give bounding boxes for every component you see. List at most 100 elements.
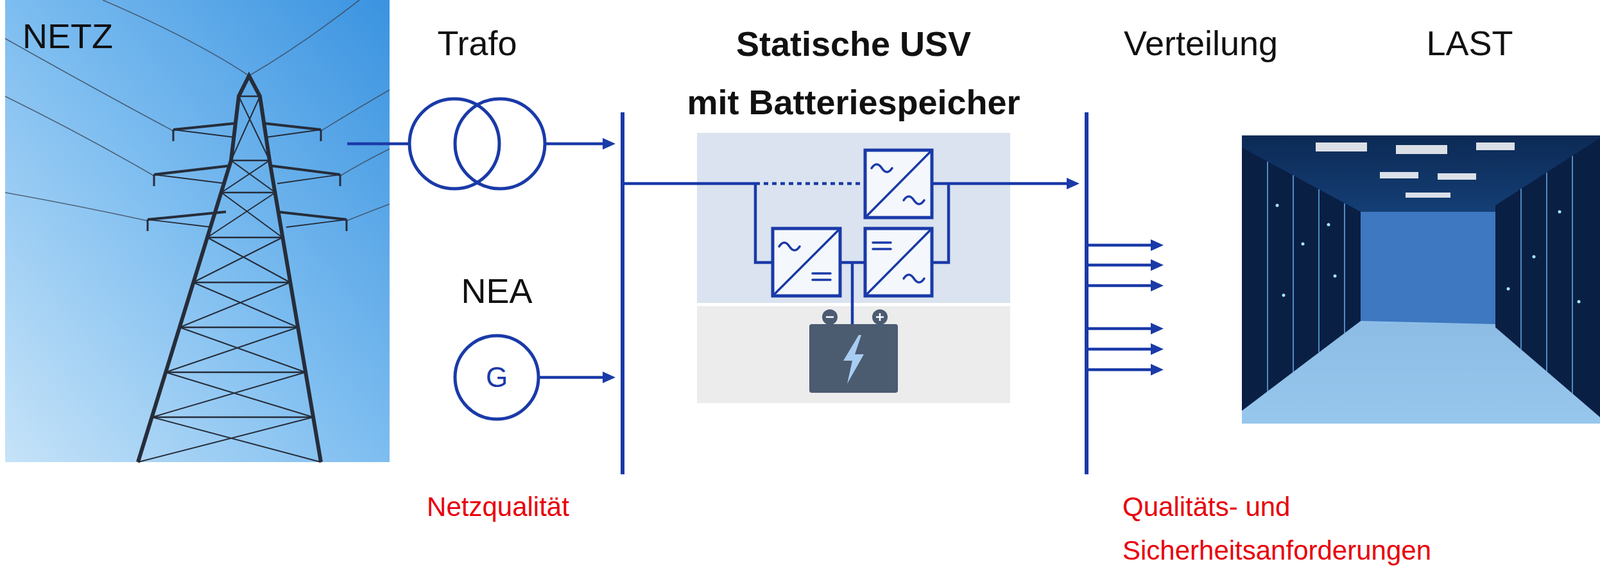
connector — [1088, 343, 1164, 355]
drawing-path — [249, 0, 360, 76]
connector — [1088, 279, 1164, 292]
drawing-path — [755, 183, 773, 263]
drawing-path — [346, 204, 390, 221]
drawing-rect — [865, 150, 932, 218]
connector-line — [1088, 284, 1153, 288]
connector — [1088, 259, 1164, 271]
label-anchor: LAST — [1426, 22, 1513, 65]
grid-label: NETZ — [22, 15, 113, 58]
drawing-circle — [1532, 255, 1536, 259]
connector — [624, 183, 697, 185]
distribution-label: Verteilung — [1123, 22, 1278, 65]
drawing-path — [147, 123, 347, 220]
arrowhead — [1150, 259, 1164, 271]
converter-symbols — [772, 150, 932, 296]
drawing-path — [903, 196, 925, 205]
requirements-note: Qualitäts- und Sicherheitsanforderungen — [1122, 485, 1534, 568]
drawing-circle — [1301, 242, 1305, 246]
drawing-circle — [1333, 274, 1337, 278]
drawing-circle — [1577, 300, 1581, 304]
arrowhead — [1150, 343, 1164, 355]
transformer-symbol: Trafo — [408, 97, 547, 190]
datacenter-photo — [1241, 135, 1600, 424]
label-anchor: Qualitäts- und Sicherheitsanforderungen — [1122, 485, 1534, 568]
drawing-path — [779, 242, 800, 251]
drawing-circle — [1282, 293, 1286, 298]
drawing-path — [931, 182, 1011, 186]
grid-photo-panel: NETZ — [5, 0, 390, 463]
transformer-label: Trafo — [437, 22, 517, 65]
drawing-g — [1315, 142, 1515, 198]
drawing-path — [102, 0, 250, 76]
label-anchor: Netzqualität — [426, 490, 570, 524]
drawing-g — [1275, 204, 1581, 304]
connector — [1088, 322, 1164, 335]
drawing-path — [931, 183, 949, 263]
label-anchor: Trafo — [437, 22, 517, 65]
drawing-path — [871, 164, 893, 173]
ups-internals — [696, 132, 1011, 404]
ups-title: Statische USV mit Batteriespeicher — [635, 14, 1072, 132]
drawing-path — [137, 96, 321, 463]
generator-letter: G — [485, 360, 508, 395]
overhead-wires — [5, 0, 390, 221]
drawing-circle — [1506, 287, 1511, 291]
drawing-polygon — [1495, 137, 1600, 418]
connector-line — [546, 142, 604, 146]
drawing-rect — [1405, 192, 1451, 198]
drawing-circle — [1558, 210, 1562, 214]
converter-boxes — [772, 150, 932, 296]
arrowhead — [1066, 177, 1080, 190]
generator-symbol: NEAG — [453, 334, 540, 421]
drawing-circle — [1275, 204, 1280, 208]
label-anchor: NEA — [460, 270, 533, 312]
text-line: mit Batteriespeicher — [635, 73, 1072, 132]
drawing-circle — [455, 98, 545, 189]
busbar: VerteilungQualitäts- und Sicherheitsanfo… — [1084, 112, 1089, 475]
ups-panel: Statische USV mit Batteriespeicher — [696, 132, 1011, 404]
drawing-path — [5, 192, 148, 221]
arrowhead — [602, 371, 616, 384]
drawing-rect — [1395, 145, 1448, 155]
drawing-path — [340, 148, 390, 176]
drawing-path — [147, 129, 347, 228]
drawing-rect — [865, 228, 932, 296]
connector-line — [389, 142, 409, 146]
drawing-path — [903, 274, 925, 283]
arrowhead — [1150, 239, 1164, 251]
connector — [539, 371, 616, 384]
drawing-rect — [809, 324, 898, 393]
generator-circle — [455, 335, 539, 420]
drawing-path — [872, 242, 891, 250]
arrowhead — [1150, 279, 1164, 292]
connector — [1088, 239, 1164, 251]
drawing-path — [825, 313, 884, 321]
power-quality-note: Netzqualität — [426, 490, 570, 524]
connector-line — [1088, 263, 1153, 267]
arrowhead — [602, 137, 616, 150]
drawing-rect — [1241, 135, 1600, 424]
connector-line — [1088, 327, 1153, 331]
drawing-circle — [1327, 223, 1331, 227]
drawing-polygon — [843, 335, 864, 384]
label-anchor: Statische USV mit Batteriespeicher — [635, 14, 1072, 132]
drawing-path — [865, 150, 932, 218]
connector-line — [1088, 368, 1153, 372]
arrowhead — [1150, 322, 1164, 335]
transformer-circles — [409, 98, 545, 189]
arrowhead — [1150, 363, 1164, 376]
drawing-path — [1521, 155, 1573, 394]
pylon-photo — [5, 0, 390, 463]
battery-icon — [809, 309, 898, 393]
connector-line — [1088, 243, 1153, 248]
sky — [5, 0, 390, 463]
drawing-path — [755, 182, 866, 186]
drawing-rect — [1315, 142, 1368, 152]
drawing-polygon — [1241, 147, 1361, 411]
drawing-rect — [1379, 172, 1419, 179]
connector-line — [624, 182, 697, 186]
drawing-rect — [1360, 211, 1496, 325]
drawing-path — [1267, 161, 1345, 392]
drawing-path — [147, 129, 347, 232]
